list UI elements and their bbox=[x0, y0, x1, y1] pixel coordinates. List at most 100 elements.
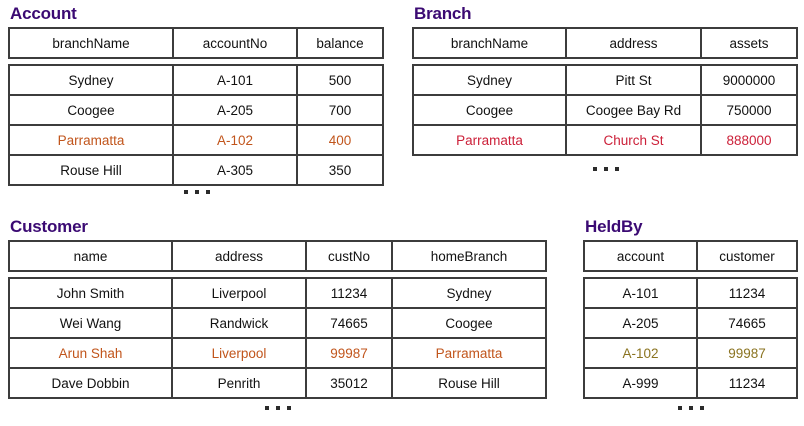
ellipsis-account bbox=[184, 190, 210, 194]
cell: Rouse Hill bbox=[391, 367, 546, 398]
cell: Coogee bbox=[413, 94, 567, 125]
ellipsis-dot bbox=[287, 406, 291, 410]
ellipsis-dot bbox=[206, 190, 210, 194]
column-header: custNo bbox=[305, 241, 393, 271]
table-body-branch: Sydney Pitt St 9000000 Coogee Coogee Bay… bbox=[412, 64, 798, 156]
ellipsis-dot bbox=[265, 406, 269, 410]
cell: Penrith bbox=[171, 367, 307, 398]
cell: 500 bbox=[296, 65, 383, 95]
table-body-account: Sydney A-101 500 Coogee A-205 700 Parram… bbox=[8, 64, 384, 186]
column-header: branchName bbox=[413, 28, 567, 58]
ellipsis-dot bbox=[604, 167, 608, 171]
cell: 74665 bbox=[305, 307, 393, 338]
ellipsis-heldby bbox=[678, 406, 704, 410]
column-header: address bbox=[565, 28, 702, 58]
column-header: name bbox=[9, 241, 173, 271]
table-title-heldby: HeldBy bbox=[585, 217, 643, 236]
ellipsis-dot bbox=[615, 167, 619, 171]
cell: A-999 bbox=[584, 367, 698, 398]
ellipsis-dot bbox=[276, 406, 280, 410]
column-header: address bbox=[171, 241, 307, 271]
table-block-heldby: HeldBy account customer A-101 11234 A-20… bbox=[583, 217, 798, 399]
cell: 750000 bbox=[700, 94, 797, 125]
column-header: customer bbox=[696, 241, 797, 271]
cell: Sydney bbox=[413, 65, 567, 95]
cell: A-205 bbox=[584, 307, 698, 338]
table-row: A-101 11234 bbox=[584, 278, 797, 308]
cell: Wei Wang bbox=[9, 307, 173, 338]
table-row-highlighted: A-102 99987 bbox=[584, 337, 797, 368]
table-body-customer: John Smith Liverpool 11234 Sydney Wei Wa… bbox=[8, 277, 547, 399]
cell: 99987 bbox=[305, 337, 393, 368]
ellipsis-dot bbox=[195, 190, 199, 194]
cell: 99987 bbox=[696, 337, 797, 368]
cell: 35012 bbox=[305, 367, 393, 398]
cell: Parramatta bbox=[9, 124, 174, 155]
cell: 700 bbox=[296, 94, 383, 125]
column-header: balance bbox=[296, 28, 383, 58]
table-header-customer: name address custNo homeBranch bbox=[8, 240, 547, 272]
cell: Dave Dobbin bbox=[9, 367, 173, 398]
table-header-heldby: account customer bbox=[583, 240, 798, 272]
table-row-highlighted: Arun Shah Liverpool 99987 Parramatta bbox=[9, 337, 546, 368]
table-row: Coogee Coogee Bay Rd 750000 bbox=[413, 94, 797, 125]
cell: Church St bbox=[565, 124, 702, 155]
column-header: accountNo bbox=[172, 28, 298, 58]
cell: A-102 bbox=[584, 337, 698, 368]
column-header: assets bbox=[700, 28, 797, 58]
cell: A-305 bbox=[172, 154, 298, 185]
cell: Liverpool bbox=[171, 278, 307, 308]
table-block-branch: Branch branchName address assets Sydney … bbox=[412, 4, 798, 156]
table-row: A-205 74665 bbox=[584, 307, 797, 338]
cell: Coogee bbox=[391, 307, 546, 338]
table-block-customer: Customer name address custNo homeBranch … bbox=[8, 217, 547, 399]
table-row: Sydney Pitt St 9000000 bbox=[413, 65, 797, 95]
column-header: homeBranch bbox=[391, 241, 546, 271]
table-row: Wei Wang Randwick 74665 Coogee bbox=[9, 307, 546, 338]
ellipsis-dot bbox=[700, 406, 704, 410]
table-body-heldby: A-101 11234 A-205 74665 A-102 99987 A-99… bbox=[583, 277, 798, 399]
cell: Liverpool bbox=[171, 337, 307, 368]
cell: Coogee bbox=[9, 94, 174, 125]
cell: A-101 bbox=[584, 278, 698, 308]
ellipsis-dot bbox=[184, 190, 188, 194]
ellipsis-branch bbox=[593, 167, 619, 171]
table-row: Sydney A-101 500 bbox=[9, 65, 383, 95]
column-header: account bbox=[584, 241, 698, 271]
cell: 350 bbox=[296, 154, 383, 185]
cell: Parramatta bbox=[413, 124, 567, 155]
cell: 11234 bbox=[696, 278, 797, 308]
cell: Sydney bbox=[391, 278, 546, 308]
cell: Rouse Hill bbox=[9, 154, 174, 185]
cell: A-101 bbox=[172, 65, 298, 95]
cell: 400 bbox=[296, 124, 383, 155]
table-title-branch: Branch bbox=[414, 4, 472, 23]
cell: 11234 bbox=[696, 367, 797, 398]
table-row: Rouse Hill A-305 350 bbox=[9, 154, 383, 185]
header-row: account customer bbox=[584, 241, 797, 271]
cell: John Smith bbox=[9, 278, 173, 308]
header-row: branchName accountNo balance bbox=[9, 28, 383, 58]
cell: Sydney bbox=[9, 65, 174, 95]
cell: 888000 bbox=[700, 124, 797, 155]
column-header: branchName bbox=[9, 28, 174, 58]
ellipsis-dot bbox=[678, 406, 682, 410]
table-row-highlighted: Parramatta Church St 888000 bbox=[413, 124, 797, 155]
table-row: John Smith Liverpool 11234 Sydney bbox=[9, 278, 546, 308]
cell: 11234 bbox=[305, 278, 393, 308]
cell: Parramatta bbox=[391, 337, 546, 368]
table-header-account: branchName accountNo balance bbox=[8, 27, 384, 59]
cell: Randwick bbox=[171, 307, 307, 338]
header-row: name address custNo homeBranch bbox=[9, 241, 546, 271]
table-row: Coogee A-205 700 bbox=[9, 94, 383, 125]
cell: Pitt St bbox=[565, 65, 702, 95]
cell: A-205 bbox=[172, 94, 298, 125]
ellipsis-customer bbox=[265, 406, 291, 410]
table-title-customer: Customer bbox=[10, 217, 88, 236]
cell: Coogee Bay Rd bbox=[565, 94, 702, 125]
ellipsis-dot bbox=[689, 406, 693, 410]
cell: A-102 bbox=[172, 124, 298, 155]
table-header-branch: branchName address assets bbox=[412, 27, 798, 59]
table-block-account: Account branchName accountNo balance Syd… bbox=[8, 4, 384, 186]
